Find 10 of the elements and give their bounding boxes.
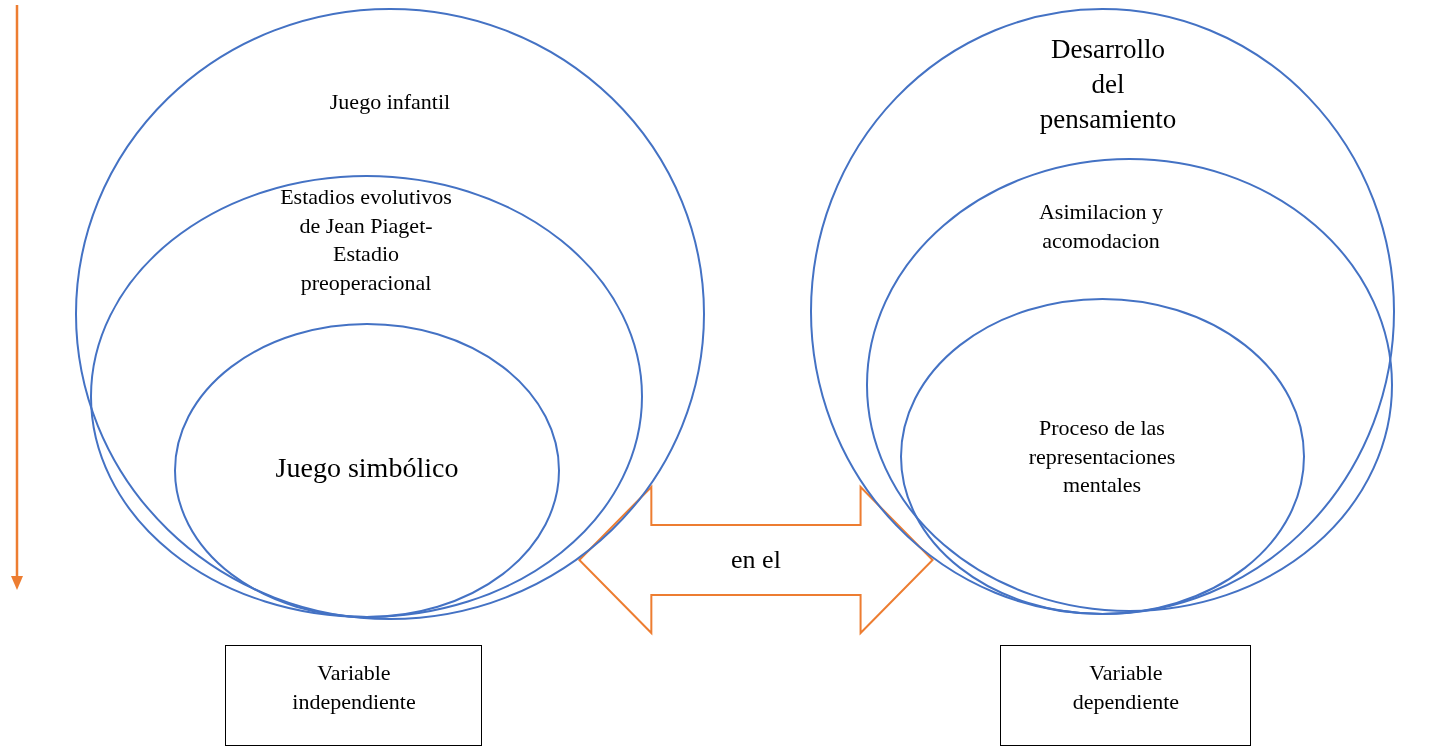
node-label: Variable independiente xyxy=(291,659,417,716)
node-label: Desarrollo del pensamiento xyxy=(1038,33,1178,137)
node-label: Juego infantil xyxy=(328,88,452,116)
node-label: Juego simbólico xyxy=(274,451,460,485)
variable-box xyxy=(225,645,482,746)
node-label: Proceso de las representaciones mentales xyxy=(1027,414,1177,500)
node-label: Asimilacion y acomodacion xyxy=(1037,198,1164,255)
variable-box xyxy=(1000,645,1251,746)
node-label: Estadios evolutivos de Jean Piaget- Estadio preoperacional xyxy=(280,183,452,297)
node-label: Variable dependiente xyxy=(1071,659,1181,716)
